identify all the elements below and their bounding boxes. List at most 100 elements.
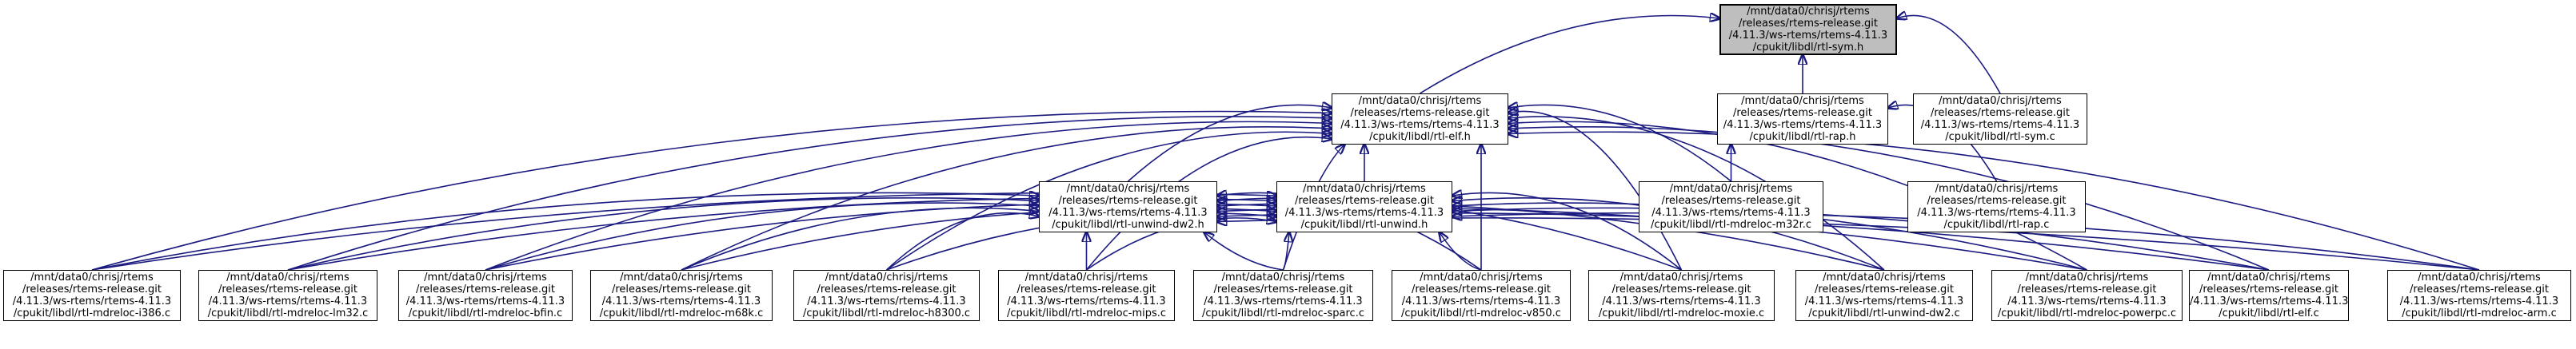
graph-node-rtl-elf-h[interactable]: /mnt/data0/chrisj/rtems/releases/rtems-r… [1332,93,1508,145]
node-path-line: /releases/rtems-release.git [1213,284,1353,295]
node-path-line: /4.11.3/ws-rtems/rtems-4.11.3 [1284,207,1444,219]
node-file-line: /cpukit/libdl/rtl-rap.c [1943,219,2050,231]
node-file-line: /cpukit/libdl/rtl-mdreloc-arm.c [2402,307,2557,319]
node-file-line: /cpukit/libdl/rtl-mdreloc-h8300.c [802,307,971,319]
edge-i386_c-to-unwind_dw2_h [91,192,1039,271]
node-file-line: /cpukit/libdl/rtl-mdreloc-m32r.c [1650,219,1812,231]
node-path-line: /4.11.3/ws-rtems/rtems-4.11.3 [208,295,368,307]
edge-elf_h-to-sym_h [1420,15,1720,94]
edge-m68k_c-to-elf_h [681,127,1332,271]
node-path-line: /mnt/data0/chrisj/rtems [1939,95,2062,107]
node-path-line: /mnt/data0/chrisj/rtems [226,272,349,284]
node-path-line: /releases/rtems-release.git [1930,107,2070,119]
node-path-line: /4.11.3/ws-rtems/rtems-4.11.3 [1048,207,1208,219]
node-path-line: /4.11.3/ws-rtems/rtems-4.11.3 [2399,295,2559,307]
graph-node-rtl-rap-h[interactable]: /mnt/data0/chrisj/rtems/releases/rtems-r… [1717,93,1888,145]
node-file-line: /cpukit/libdl/rtl-rap.h [1749,131,1856,143]
edge-sparc_c-to-unwind_dw2_h [1204,232,1284,271]
node-path-line: /releases/rtems-release.git [1016,284,1156,295]
node-path-line: /releases/rtems-release.git [1661,195,1801,207]
node-path-line: /releases/rtems-release.git [218,284,357,295]
node-path-line: /4.11.3/ws-rtems/rtems-4.11.3 [1728,30,1888,42]
node-path-line: /4.11.3/ws-rtems/rtems-4.11.3 [1401,295,1561,307]
graph-node-rtl-mdreloc-arm-c[interactable]: /mnt/data0/chrisj/rtems/releases/rtems-r… [2387,270,2571,321]
graph-node-rtl-mdreloc-sparc-c[interactable]: /mnt/data0/chrisj/rtems/releases/rtems-r… [1193,270,1373,321]
graph-node-rtl-elf-c[interactable]: /mnt/data0/chrisj/rtems/releases/rtems-r… [2189,270,2349,321]
node-path-line: /mnt/data0/chrisj/rtems [1420,272,1543,284]
node-path-line: /mnt/data0/chrisj/rtems [2207,272,2330,284]
node-path-line: /mnt/data0/chrisj/rtems [1303,183,1426,195]
node-path-line: /mnt/data0/chrisj/rtems [1066,183,1190,195]
graph-node-rtl-unwind-h[interactable]: /mnt/data0/chrisj/rtems/releases/rtems-r… [1276,181,1452,232]
node-path-line: /mnt/data0/chrisj/rtems [1741,95,1864,107]
node-path-line: /mnt/data0/chrisj/rtems [1619,272,1743,284]
node-file-line: /cpukit/libdl/rtl-unwind.h [1300,219,1428,231]
node-path-line: /4.11.3/ws-rtems/rtems-4.11.3 [2007,295,2167,307]
edge-i386_c-to-elf_h [91,111,1332,271]
node-path-line: /releases/rtems-release.git [1738,18,1878,30]
node-file-line: /cpukit/libdl/rtl-elf.c [2219,307,2319,319]
graph-node-rtl-mdreloc-m32r-c[interactable]: /mnt/data0/chrisj/rtems/releases/rtems-r… [1639,181,1823,232]
edge-elf_c-to-unwind_h [1452,208,2270,271]
graph-node-rtl-mdreloc-moxie-c[interactable]: /mnt/data0/chrisj/rtems/releases/rtems-r… [1588,270,1775,321]
node-path-line: /4.11.3/ws-rtems/rtems-4.11.3 [2190,295,2349,307]
node-path-line: /releases/rtems-release.git [1814,284,1954,295]
node-path-line: /4.11.3/ws-rtems/rtems-4.11.3 [1651,207,1811,219]
graph-node-rtl-mdreloc-bfin-c[interactable]: /mnt/data0/chrisj/rtems/releases/rtems-r… [398,270,573,321]
node-path-line: /releases/rtems-release.git [817,284,957,295]
edge-mips_c-to-elf_h [1085,137,1332,271]
node-file-line: /cpukit/libdl/rtl-unwind-dw2.h [1052,219,1204,231]
node-path-line: /releases/rtems-release.git [1411,284,1551,295]
graph-node-rtl-unwind-dw2-h[interactable]: /mnt/data0/chrisj/rtems/releases/rtems-r… [1039,181,1217,232]
node-file-line: /cpukit/libdl/rtl-mdreloc-m68k.c [599,307,764,319]
node-path-line: /releases/rtems-release.git [415,284,555,295]
graph-node-rtl-unwind-dw2-c[interactable]: /mnt/data0/chrisj/rtems/releases/rtems-r… [1795,270,1973,321]
node-path-line: /releases/rtems-release.git [22,284,162,295]
node-file-line: /cpukit/libdl/rtl-mdreloc-sparc.c [1202,307,1364,319]
node-path-line: /4.11.3/ws-rtems/rtems-4.11.3 [405,295,565,307]
graph-node-rtl-rap-c[interactable]: /mnt/data0/chrisj/rtems/releases/rtems-r… [1907,181,2086,232]
node-path-line: /4.11.3/ws-rtems/rtems-4.11.3 [12,295,172,307]
graph-node-rtl-mdreloc-powerpc-c[interactable]: /mnt/data0/chrisj/rtems/releases/rtems-r… [1991,270,2183,321]
node-path-line: /mnt/data0/chrisj/rtems [1024,272,1148,284]
node-path-line: /4.11.3/ws-rtems/rtems-4.11.3 [1804,295,1964,307]
edge-bfin_c-to-elf_h [485,121,1332,271]
edge-h8300_c-to-elf_h [886,132,1332,271]
graph-node-rtl-mdreloc-i386-c[interactable]: /mnt/data0/chrisj/rtems/releases/rtems-r… [3,270,181,321]
node-path-line: /4.11.3/ws-rtems/rtems-4.11.3 [1723,119,1883,131]
node-path-line: /mnt/data0/chrisj/rtems [424,272,547,284]
node-path-line: /4.11.3/ws-rtems/rtems-4.11.3 [1007,295,1166,307]
edge-arm_c-to-elf_h [1508,132,2480,271]
node-path-line: /mnt/data0/chrisj/rtems [1823,272,1946,284]
graph-node-rtl-sym-c[interactable]: /mnt/data0/chrisj/rtems/releases/rtems-r… [1913,93,2087,145]
node-path-line: /4.11.3/ws-rtems/rtems-4.11.3 [807,295,966,307]
graph-node-rtl-mdreloc-v850-c[interactable]: /mnt/data0/chrisj/rtems/releases/rtems-r… [1392,270,1571,321]
node-path-line: /mnt/data0/chrisj/rtems [1221,272,1345,284]
edge-v850_c-to-unwind_h [1440,232,1482,271]
node-path-line: /mnt/data0/chrisj/rtems [620,272,743,284]
node-file-line: /cpukit/libdl/rtl-mdreloc-powerpc.c [1997,307,2177,319]
graph-node-rtl-mdreloc-m68k-c[interactable]: /mnt/data0/chrisj/rtems/releases/rtems-r… [590,270,773,321]
node-path-line: /4.11.3/ws-rtems/rtems-4.11.3 [1602,295,1761,307]
node-path-line: /releases/rtems-release.git [1350,107,1490,119]
edge-moxie_c-to-unwind_h [1452,192,1683,271]
node-file-line: /cpukit/libdl/rtl-mdreloc-moxie.c [1598,307,1765,319]
node-file-line: /cpukit/libdl/rtl-mdreloc-i386.c [13,307,171,319]
graph-node-rtl-mdreloc-lm32-c[interactable]: /mnt/data0/chrisj/rtems/releases/rtems-r… [198,270,377,321]
node-path-line: /mnt/data0/chrisj/rtems [1358,95,1482,107]
node-file-line: /cpukit/libdl/rtl-elf.h [1369,131,1471,143]
node-file-line: /cpukit/libdl/rtl-mdreloc-bfin.c [408,307,563,319]
node-path-line: /releases/rtems-release.git [1058,195,1198,207]
node-file-line: /cpukit/libdl/rtl-mdreloc-v850.c [1401,307,1561,319]
node-path-line: /4.11.3/ws-rtems/rtems-4.11.3 [601,295,761,307]
node-path-line: /4.11.3/ws-rtems/rtems-4.11.3 [1920,119,2080,131]
node-path-line: /mnt/data0/chrisj/rtems [1747,6,1870,18]
edge-bfin_c-to-unwind_dw2_h [485,203,1039,271]
graph-node-rtl-sym-h[interactable]: /mnt/data0/chrisj/rtems/releases/rtems-r… [1719,4,1897,55]
graph-node-rtl-mdreloc-mips-c[interactable]: /mnt/data0/chrisj/rtems/releases/rtems-r… [998,270,1175,321]
graph-node-rtl-mdreloc-h8300-c[interactable]: /mnt/data0/chrisj/rtems/releases/rtems-r… [793,270,980,321]
node-path-line: /releases/rtems-release.git [2409,284,2549,295]
edge-m32r_c-to-elf_h [1508,105,1732,182]
node-path-line: /releases/rtems-release.git [1294,195,1434,207]
